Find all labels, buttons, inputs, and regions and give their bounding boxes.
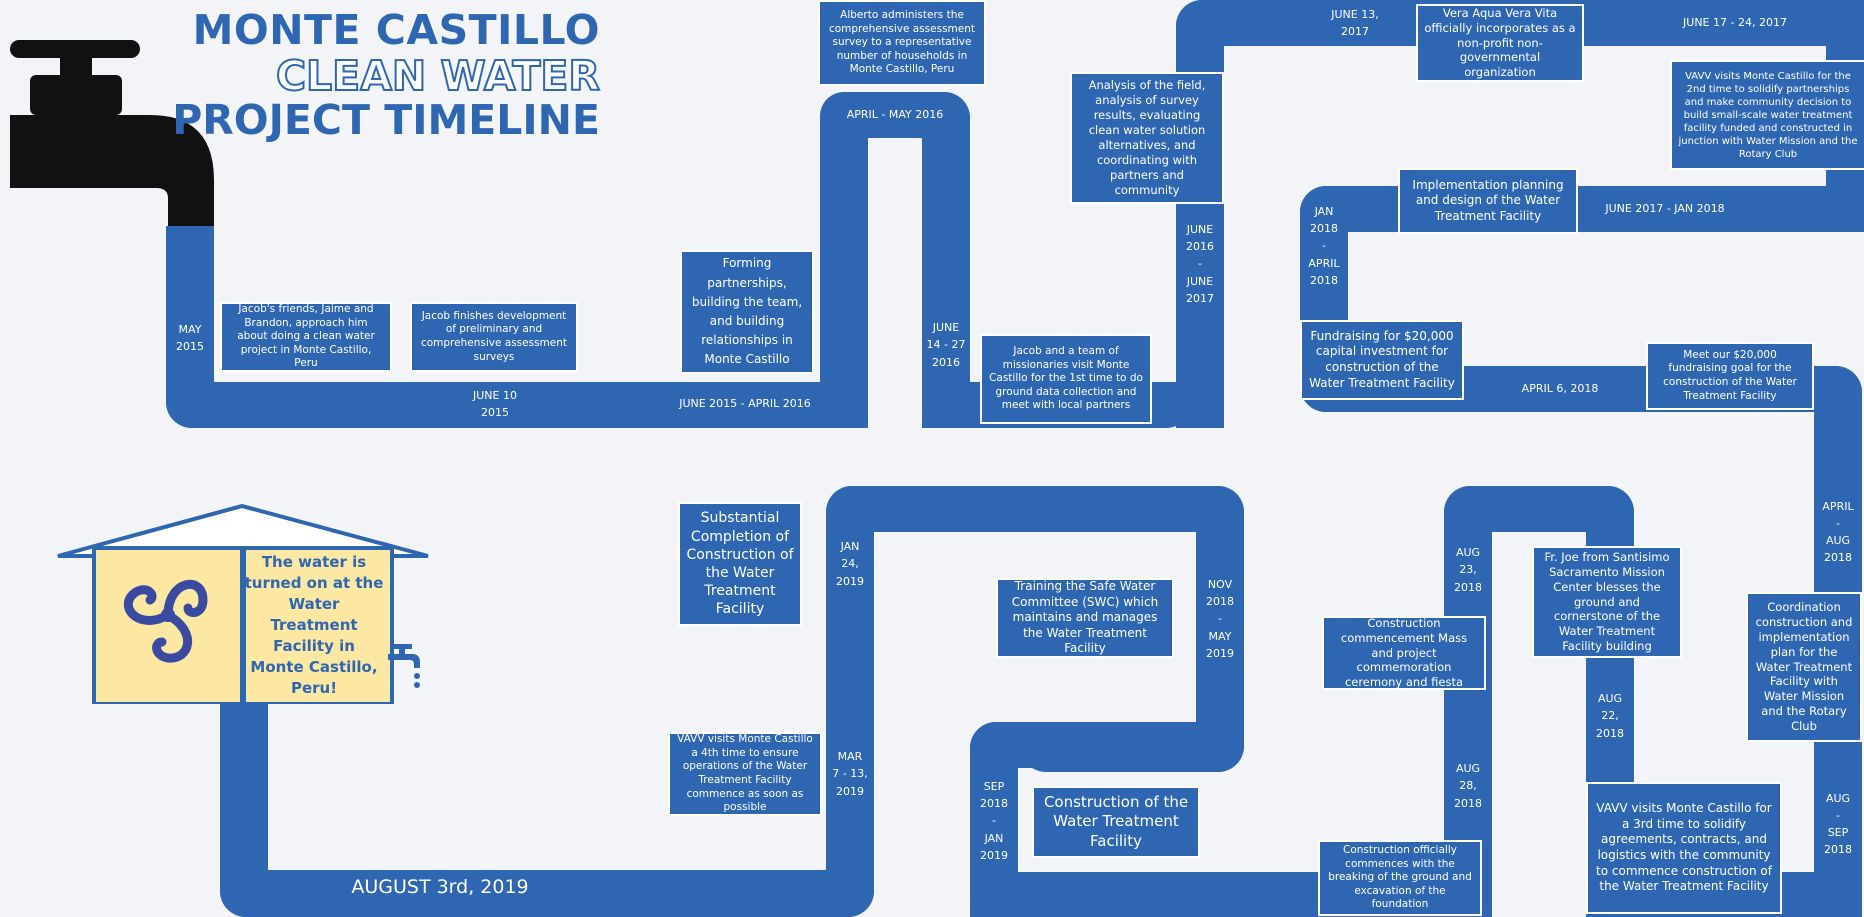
date-label: SEP 2018 - JAN 2019 [980,780,1008,862]
pipe-segment [922,92,970,428]
pipe-segment [220,700,268,917]
final-date-label: AUGUST 3rd, 2019 [351,876,529,898]
house-illustration [57,504,429,704]
pipe-segment [1300,186,1864,232]
event-box: Implementation planning and design of th… [1400,170,1576,232]
event-box: Fundraising for $20,000 capital investme… [1302,322,1462,398]
date-label: AUG 22, 2018 [1596,692,1624,740]
title-line-3: PROJECT TIMELINE [172,96,600,144]
pipe-segment [166,382,866,428]
date-label: JUNE 2017 - JAN 2018 [1605,202,1725,216]
event-box: Construction of the Water Treatment Faci… [1034,788,1198,856]
title-line-2: CLEAN WATER [275,51,601,101]
date-label: APRIL - AUG 2018 [1822,499,1854,565]
small-faucet-icon [388,644,420,688]
date-label: AUG 28, 2018 [1454,762,1482,810]
event-box: Jacob's friends, Jaime and Brandon, appr… [222,303,390,370]
pipe-segment [820,92,868,428]
event-box: Forming partnerships, building the team,… [682,252,812,372]
event-box: Fr. Joe from Santisimo Sacramento Missio… [1534,548,1680,656]
event-box: Construction officially commences with t… [1320,842,1480,914]
date-label: AUG 23, 2018 [1454,546,1482,594]
event-box: Jacob finishes development of preliminar… [412,304,576,370]
date-label: APRIL 6, 2018 [1521,382,1599,396]
date-label: JUNE 2015 - APRIL 2016 [679,397,811,411]
event-box: Substantial Completion of Construction o… [680,504,800,624]
event-box: Vera Aqua Vera Vita officially incorpora… [1418,6,1582,80]
event-box: VAVV visits Monte Castillo a 4th time to… [670,733,820,814]
date-label: JUNE 2016 - JUNE 2017 [1186,223,1214,305]
event-box: Construction commencement Mass and proje… [1324,616,1484,689]
pipe-segment [826,486,874,917]
date-label: MAR 7 - 13, 2019 [832,750,868,798]
date-label: JAN 24, 2019 [836,540,864,588]
faucet-icon [10,40,214,226]
date-label: NOV 2018 - MAY 2019 [1206,578,1234,660]
event-box: Meet our $20,000 fundraising goal for th… [1648,344,1812,408]
event-box: VAVV visits Monte Castillo for a 3rd tim… [1588,784,1780,912]
event-box: VAVV visits Monte Castillo for the 2nd t… [1672,62,1864,168]
pipe-segment [1196,486,1244,772]
event-box: Training the Safe Water Committee (SWC) … [998,579,1172,656]
date-label: AUG - SEP 2018 [1824,791,1852,857]
title-line-1: MONTE CASTILLO [192,6,600,54]
event-box: Analysis of the field, analysis of surve… [1072,74,1222,202]
date-label: JUNE 10 2015 [473,388,517,419]
event-box: Coordination construction and implementa… [1748,594,1860,740]
date-label: JUNE 14 - 27 2016 [926,321,966,369]
date-label: JUNE 17 - 24, 2017 [1683,16,1787,30]
pipe-segment [1176,0,1224,428]
date-label: APRIL - MAY 2016 [846,108,944,122]
pipe-segment [826,486,1244,532]
triskelion-logo [123,579,208,663]
date-label: MAY 2015 [176,322,204,353]
house-message: The water is turned on at the Water Trea… [244,553,384,697]
date-label: JUNE 13, 2017 [1331,7,1379,38]
event-box: Alberto administers the comprehensive as… [820,2,984,84]
date-label: JAN 2018 - APRIL 2018 [1308,205,1340,287]
event-box: Jacob and a team of missionaries visit M… [982,336,1150,422]
pipe-segment [220,870,874,917]
